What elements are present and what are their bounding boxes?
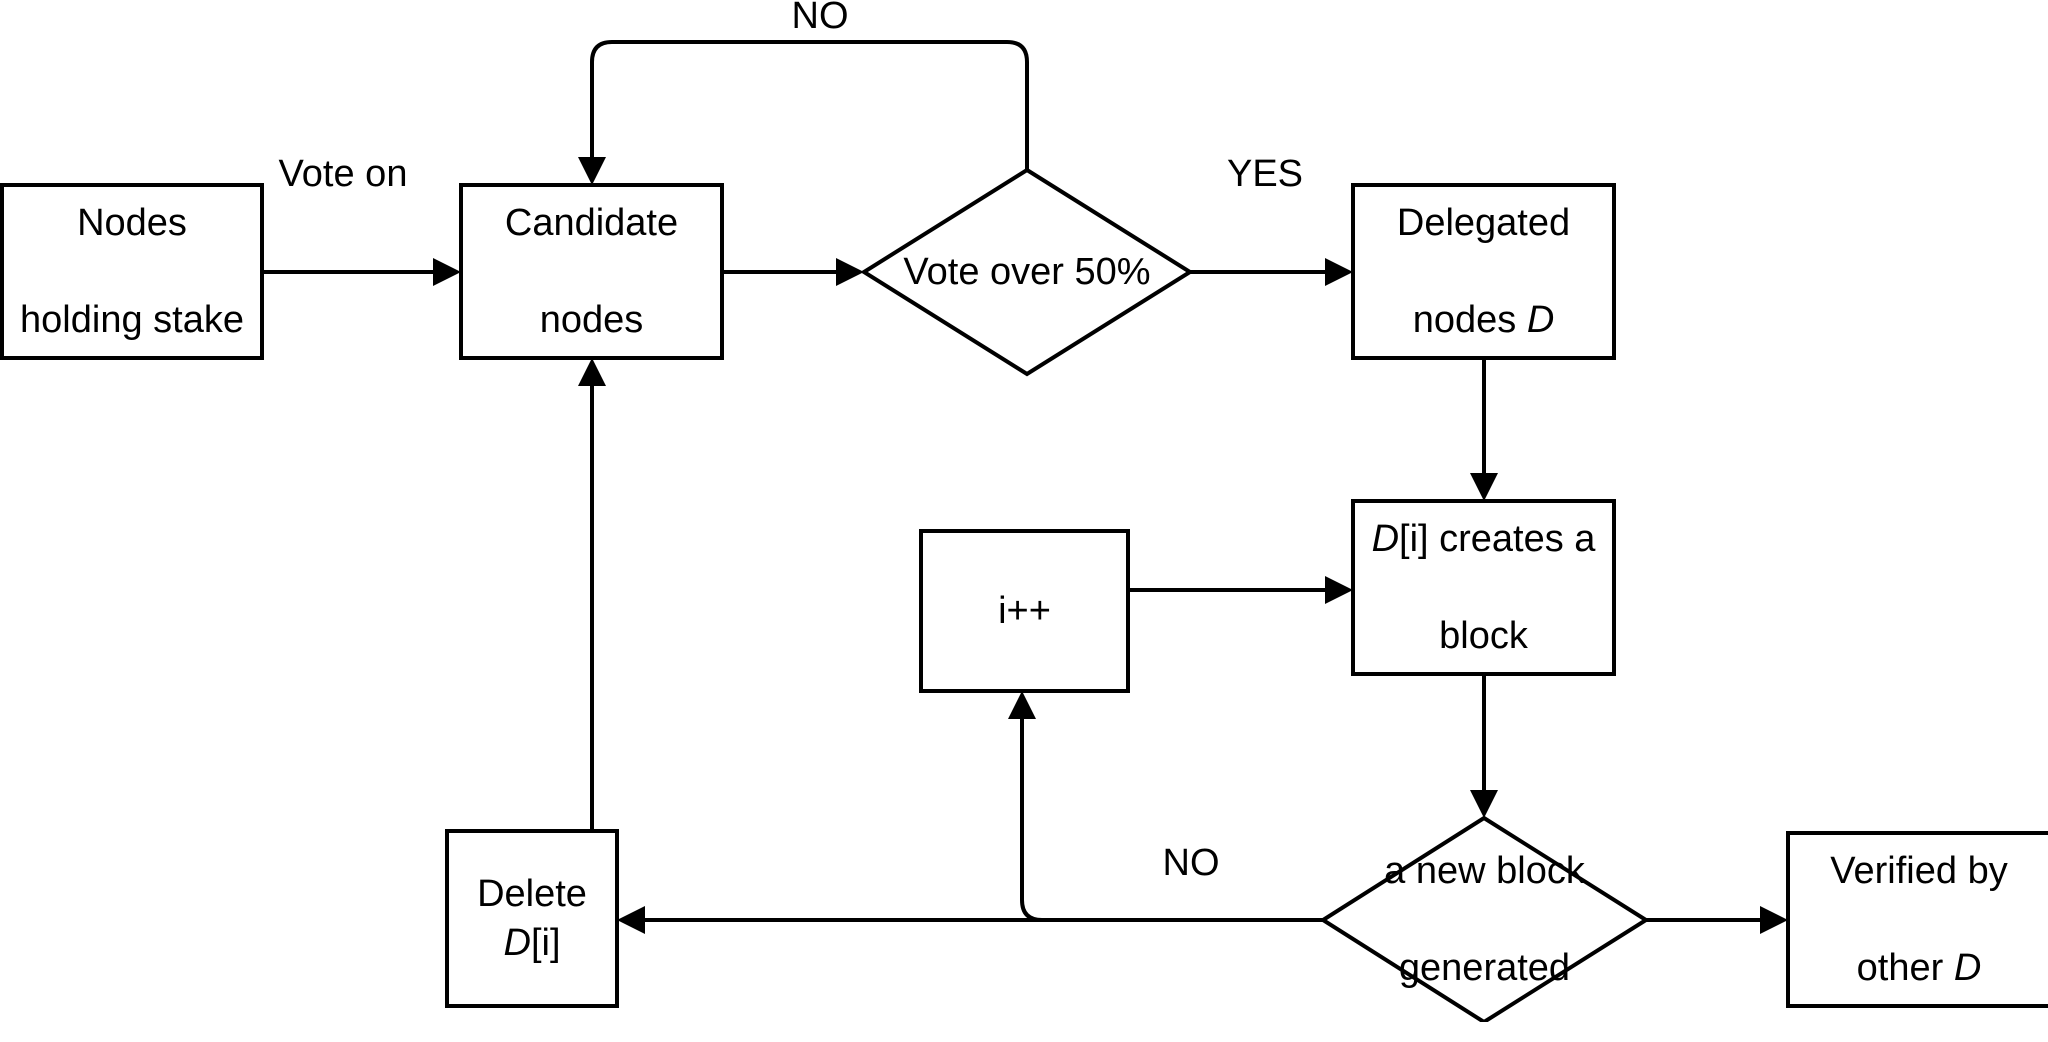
node-vote-over-50[interactable] — [860, 167, 1194, 377]
node-d-creates-block[interactable] — [1351, 499, 1616, 676]
arrowhead-check-no-to-increment — [1008, 691, 1036, 719]
node-new-block-generated[interactable] — [1319, 815, 1650, 1022]
node-delegated-nodes[interactable] — [1351, 183, 1616, 360]
node-candidate-nodes[interactable] — [459, 183, 724, 360]
arrowhead-check-no-to-delete — [617, 906, 645, 934]
arrowhead-vote-yes — [1325, 258, 1353, 286]
arrowhead-delegated-to-create — [1470, 473, 1498, 501]
arrowhead-increment-to-create — [1325, 576, 1353, 604]
node-nodes-holding-stake[interactable] — [0, 183, 264, 360]
node-delete-d[interactable] — [445, 829, 619, 1008]
arrowhead-candidate-to-vote — [836, 258, 864, 286]
arrowhead-vote-no-loop — [578, 157, 606, 185]
arrowhead-check-to-verified — [1760, 906, 1788, 934]
node-increment[interactable] — [919, 529, 1130, 693]
edge-vote-no-loop — [590, 40, 1029, 170]
arrowhead-create-to-check — [1470, 790, 1498, 818]
arrowhead-delete-to-candidate — [578, 358, 606, 386]
node-verified-by-other-d[interactable] — [1786, 831, 2048, 1008]
arrowhead-stake-to-candidate — [433, 258, 461, 286]
edge-check-no-to-increment — [1020, 708, 1043, 922]
